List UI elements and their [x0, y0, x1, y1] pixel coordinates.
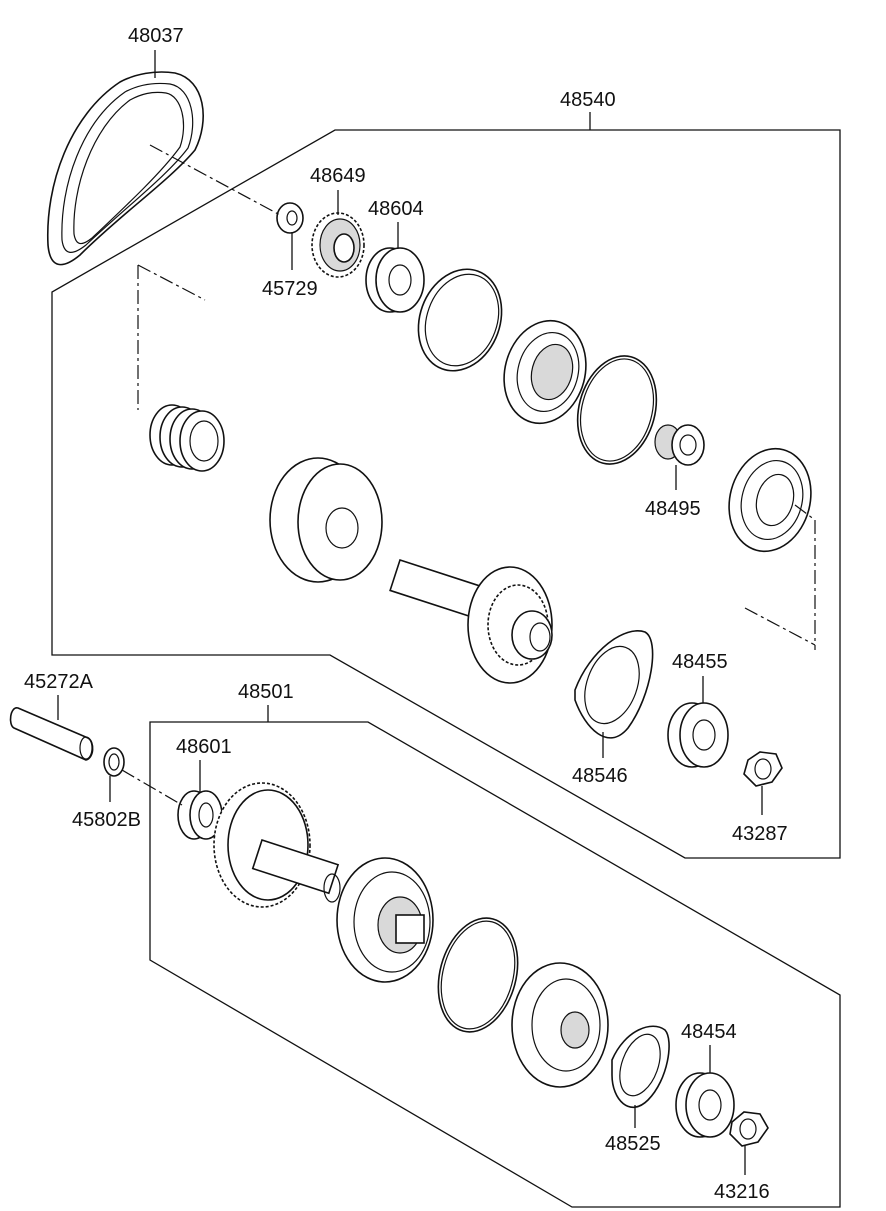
part-label-45729: 45729: [262, 278, 318, 300]
plate-48525: [611, 1025, 670, 1108]
nut-43216: [729, 1111, 769, 1147]
primary-shaft: [389, 558, 553, 684]
collar-48495: [654, 424, 705, 466]
washer-45802B: [103, 747, 125, 777]
gear-48649: [311, 212, 365, 278]
bearing-48454: [675, 1072, 735, 1138]
part-label-48649: 48649: [310, 165, 366, 187]
assembly-48540-outline: [51, 129, 841, 859]
part-label-48455: 48455: [672, 651, 728, 673]
pulley-face: [269, 457, 383, 583]
part-label-48037: 48037: [128, 25, 184, 47]
driven-cup: [511, 962, 609, 1088]
drive-belt-48037: [46, 71, 204, 266]
driven-pulley-face: [336, 857, 434, 983]
nut-43287: [743, 751, 783, 787]
clutch-cup: [503, 319, 587, 425]
dash-right-cup: [794, 504, 816, 521]
part-label-48454: 48454: [681, 1021, 737, 1043]
part-label-48546: 48546: [572, 765, 628, 787]
part-label-48540: 48540: [560, 89, 616, 111]
driven-gear-shaft: [213, 782, 341, 908]
o-ring-driven: [437, 917, 519, 1033]
part-label-48525: 48525: [605, 1133, 661, 1155]
part-label-48495: 48495: [645, 498, 701, 520]
dash-right-bottom: [744, 607, 816, 646]
part-label-43216: 43216: [714, 1181, 770, 1203]
washer-45729: [276, 202, 304, 234]
sheave-cup-right: [728, 447, 812, 553]
part-label-45802B: 45802B: [72, 809, 141, 831]
o-ring-large: [576, 355, 658, 465]
assembly-48501-outline: [149, 721, 841, 1208]
dash-spring-top: [137, 264, 206, 301]
part-label-48604: 48604: [368, 198, 424, 220]
pin-45272A: [9, 707, 94, 761]
part-label-43287: 43287: [732, 823, 788, 845]
bearing-48604: [365, 247, 425, 313]
snap-ring: [417, 268, 503, 372]
dash-washer: [121, 769, 183, 806]
spring: [149, 404, 225, 472]
bearing-48601: [177, 790, 223, 840]
plate-48546: [574, 630, 654, 739]
part-label-48501: 48501: [238, 681, 294, 703]
part-label-48601: 48601: [176, 736, 232, 758]
part-label-45272A: 45272A: [24, 671, 94, 693]
bearing-48455: [667, 702, 729, 768]
